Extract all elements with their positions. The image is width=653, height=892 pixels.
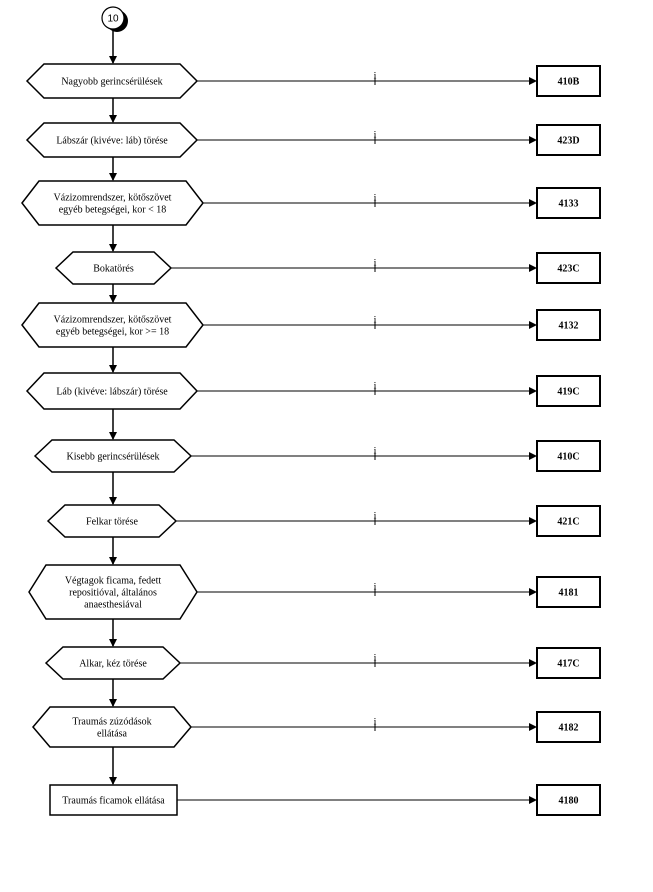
node-label: egyéb betegségei, kor < 18 (59, 205, 167, 216)
code-box (536, 309, 601, 341)
node-label: egyéb betegségei, kor >= 18 (56, 327, 169, 338)
branch-label: i (374, 717, 377, 728)
node-label: ellátása (97, 729, 128, 740)
node-label: Nagyobb gerincsérülések (61, 77, 162, 88)
flow-row: Traumás ficamok ellátása 4180 (49, 784, 601, 816)
branch-label: i (374, 381, 377, 392)
code-box (536, 784, 601, 816)
node-label: Traumás ficamok ellátása (62, 796, 165, 807)
node-label: Végtagok ficama, fedett (65, 576, 162, 587)
node-label: Láb (kivéve: lábszár) törése (56, 387, 168, 398)
code-label: 4180 (559, 796, 579, 807)
code-label: 410B (558, 77, 580, 88)
code-label: 410C (557, 452, 579, 463)
start-connector: 10 (101, 6, 128, 32)
code-box (536, 576, 601, 608)
code-box (536, 711, 601, 743)
flow-row: Kisebb gerincsérülések i 410C (33, 439, 601, 473)
code-label: 417C (557, 659, 579, 670)
code-label: 4132 (559, 321, 579, 332)
branch-label: i (374, 258, 377, 269)
code-label: 423D (557, 136, 579, 147)
node-label: repositióval, általános (69, 588, 157, 599)
node-label: Vázizomrendszer, kötőszövet (54, 315, 172, 326)
code-box (536, 375, 601, 407)
node-label: Lábszár (kivéve: láb) törése (56, 136, 168, 147)
flow-row: Láb (kivéve: lábszár) törése i 419C (25, 372, 601, 410)
branch-label: i (374, 511, 377, 522)
branch-label: i (374, 582, 377, 593)
branch-label: i (374, 130, 377, 141)
branch-label: i (374, 315, 377, 326)
node-label: Vázizomrendszer, kötőszövet (54, 193, 172, 204)
branch-label: i (374, 446, 377, 457)
code-label: 4133 (559, 199, 579, 210)
code-label: 4182 (559, 723, 579, 734)
branch-label: i (374, 653, 377, 664)
node-label: Alkar, kéz törése (79, 659, 147, 670)
flow-row: Felkar törése i 421C (46, 504, 601, 538)
node-label: anaesthesiával (84, 600, 142, 611)
code-label: 419C (557, 387, 579, 398)
code-box (536, 440, 601, 472)
code-label: 4181 (559, 588, 579, 599)
code-box (536, 124, 601, 156)
code-label: 423C (557, 264, 579, 275)
code-box (536, 505, 601, 537)
code-box (536, 252, 601, 284)
branch-label: i (374, 193, 377, 204)
code-box (536, 65, 601, 97)
branch-label: i (374, 71, 377, 82)
code-label: 421C (557, 517, 579, 528)
node-label: Felkar törése (86, 517, 138, 528)
node-label: Kisebb gerincsérülések (66, 452, 159, 463)
flow-row: Lábszár (kivéve: láb) törése i 423D (25, 122, 601, 158)
flow-row: Nagyobb gerincsérülések i 410B (25, 63, 601, 99)
flow-row: Alkar, kéz törése i 417C (44, 646, 601, 680)
node-label: Bokatörés (93, 264, 134, 275)
code-box (536, 647, 601, 679)
code-box (536, 187, 601, 219)
node-label: Traumás zúzódások (72, 717, 151, 728)
flow-row: Bokatörés i 423C (54, 251, 601, 285)
start-connector-number: 10 (107, 14, 119, 25)
